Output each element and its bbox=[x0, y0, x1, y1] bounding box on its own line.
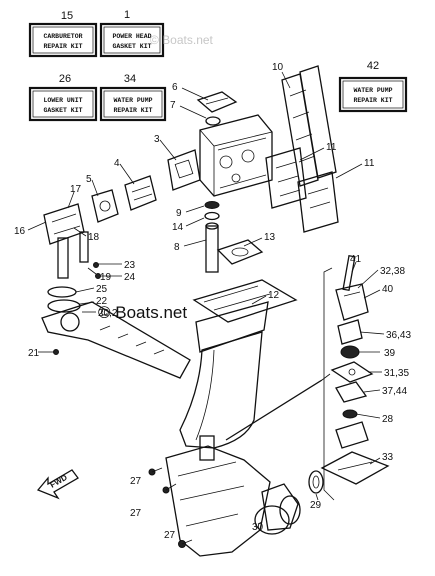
callouts: 6 7 10 3 11 11 4 5 17 16 18 9 14 8 13 23… bbox=[14, 62, 411, 541]
callout: 19 bbox=[100, 272, 112, 283]
callout: 27 bbox=[164, 530, 176, 541]
block-edges bbox=[199, 129, 273, 196]
callout: 3 bbox=[154, 134, 160, 145]
kit-label-line2: REPAIR KIT bbox=[353, 97, 392, 104]
callout: 8 bbox=[174, 242, 180, 253]
callout: 37,44 bbox=[382, 386, 407, 397]
gear-shaft-part bbox=[199, 435, 215, 461]
leader-lines bbox=[27, 71, 385, 525]
forward-direction-indicator: FWD bbox=[36, 469, 79, 500]
kit-box-power-head[interactable]: 1 POWER HEAD GASKET KIT bbox=[99, 9, 165, 58]
cap-detail bbox=[205, 97, 229, 105]
callout: 28 bbox=[382, 414, 394, 425]
seal-part bbox=[342, 409, 358, 419]
kit-box-water-pump-2[interactable]: 42 WATER PUMP REPAIR KIT bbox=[338, 60, 408, 113]
callout: 4 bbox=[114, 158, 120, 169]
plate-part bbox=[167, 149, 201, 191]
callout: 23 bbox=[124, 260, 136, 271]
callout: 24 bbox=[124, 272, 136, 283]
kit-box-water-pump[interactable]: 34 WATER PUMP REPAIR KIT bbox=[99, 73, 167, 122]
impeller-part bbox=[340, 345, 360, 359]
kit-label-line1: LOWER UNIT bbox=[43, 97, 82, 104]
kit-number: 34 bbox=[124, 73, 136, 85]
kit-label-line2: GASKET KIT bbox=[112, 43, 151, 50]
kit-label-line2: GASKET KIT bbox=[43, 107, 82, 114]
pump-housing-upper bbox=[335, 283, 369, 321]
kit-number: 1 bbox=[124, 9, 130, 21]
callout: 16 bbox=[14, 226, 26, 237]
callout: 7 bbox=[170, 100, 176, 111]
o-ring-part bbox=[205, 116, 221, 126]
callout: 20,2 bbox=[98, 308, 118, 319]
kit-label-line1: CARBURETOR bbox=[43, 33, 82, 40]
o-ring-large bbox=[254, 505, 290, 535]
callout: 27 bbox=[130, 476, 142, 487]
callout: 11 bbox=[326, 142, 337, 153]
callout: 33 bbox=[382, 452, 394, 463]
callout: 13 bbox=[264, 232, 276, 243]
kit-box-carburetor[interactable]: 15 CARBURETOR REPAIR KIT bbox=[28, 10, 98, 58]
forward-label: FWD bbox=[49, 473, 69, 490]
callout: 12 bbox=[268, 290, 280, 301]
bracket-part bbox=[216, 239, 264, 265]
driveshaft-housing bbox=[179, 279, 331, 449]
seal-ring-part bbox=[204, 201, 220, 209]
watermark-faint: © Boats.net bbox=[150, 33, 214, 47]
reed-plate-part bbox=[265, 147, 307, 209]
callout: 6 bbox=[172, 82, 178, 93]
callout: 31,35 bbox=[384, 368, 409, 379]
water-tube-part bbox=[205, 225, 219, 273]
callout: 5 bbox=[86, 174, 92, 185]
kit-label-line2: REPAIR KIT bbox=[43, 43, 82, 50]
kit-label-line2: REPAIR KIT bbox=[113, 107, 152, 114]
kit-number: 42 bbox=[367, 60, 379, 72]
callout: 29 bbox=[310, 500, 322, 511]
callout: 14 bbox=[172, 222, 184, 233]
bushing-part bbox=[308, 470, 324, 494]
gearcase bbox=[148, 435, 324, 557]
callout: 18 bbox=[88, 232, 100, 243]
cap-part bbox=[196, 91, 238, 113]
water-pump-stack bbox=[320, 254, 390, 501]
gearcase-body bbox=[165, 445, 271, 557]
housing-body bbox=[179, 331, 263, 449]
reed-gasket-part bbox=[281, 73, 319, 187]
callout: 40 bbox=[382, 284, 394, 295]
callout: 11 bbox=[364, 158, 375, 169]
callout: 17 bbox=[70, 184, 82, 195]
callout: 32,38 bbox=[380, 266, 405, 277]
callout: 36,43 bbox=[386, 330, 411, 341]
callout: 41 bbox=[350, 254, 362, 265]
disc-part bbox=[47, 286, 77, 298]
forward-arrow-icon bbox=[36, 469, 79, 500]
bracket-line bbox=[323, 267, 335, 501]
callout: 9 bbox=[176, 208, 182, 219]
water-tube-line bbox=[225, 379, 323, 441]
rod-part bbox=[342, 254, 356, 292]
callout: 10 bbox=[272, 62, 284, 73]
carb-part bbox=[124, 175, 157, 211]
kit-label-line1: WATER PUMP bbox=[113, 97, 152, 104]
kit-label-line1: POWER HEAD bbox=[112, 33, 151, 40]
kit-number: 15 bbox=[61, 10, 73, 22]
watermark: © Boats.net bbox=[98, 303, 187, 322]
kit-number: 26 bbox=[59, 73, 71, 85]
kit-box-lower-unit[interactable]: 26 LOWER UNIT GASKET KIT bbox=[28, 73, 98, 122]
callout: 22 bbox=[96, 296, 108, 307]
callout: 27 bbox=[130, 508, 142, 519]
mounting-post bbox=[57, 237, 69, 279]
callout: 25 bbox=[96, 284, 108, 295]
pump-base-part bbox=[320, 451, 390, 485]
callout: 21 bbox=[28, 348, 40, 359]
callout: 30 bbox=[252, 522, 264, 533]
plate-part-2 bbox=[330, 361, 374, 383]
exhaust-plate bbox=[192, 279, 298, 323]
callout: 39 bbox=[384, 348, 396, 359]
kit-label-line1: WATER PUMP bbox=[353, 87, 392, 94]
